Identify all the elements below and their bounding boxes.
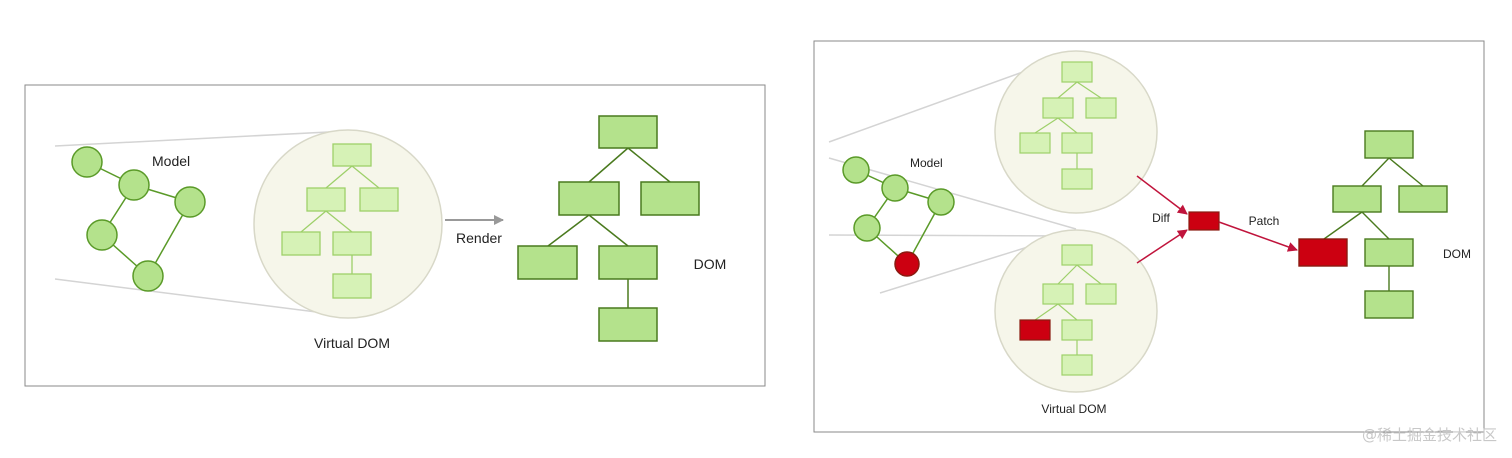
dom-node — [1364, 238, 1414, 267]
vdom-edge — [325, 165, 353, 189]
vdom-node — [359, 187, 399, 212]
left-panel: Model Virtual DOM Render — [24, 84, 766, 387]
dom-edge — [588, 214, 629, 247]
dom-node — [598, 115, 658, 149]
vdom-edge — [1057, 264, 1078, 285]
vdom-edge — [351, 165, 380, 189]
dom-edge — [627, 147, 671, 183]
patch-arrow — [1218, 221, 1298, 252]
dom-node — [517, 245, 578, 280]
vdom-node — [1019, 132, 1051, 154]
dom-node — [1364, 290, 1414, 319]
model-node — [881, 174, 909, 202]
vdom-edge — [1034, 117, 1059, 134]
dom-label: DOM — [1443, 247, 1471, 261]
dom-node — [1332, 185, 1382, 213]
vdom-node — [1061, 244, 1093, 266]
diff-arrow-from-old — [1136, 175, 1188, 215]
dom-edge — [547, 214, 590, 247]
vdom-node — [1042, 283, 1074, 305]
zoom-line-bottom — [54, 278, 349, 317]
vdom-node — [332, 273, 372, 299]
vdom-edge — [300, 210, 327, 233]
model-node — [174, 186, 206, 218]
dom-node — [598, 245, 658, 280]
dom-tree — [517, 115, 700, 342]
right-panel: Model — [813, 40, 1485, 433]
model-node — [927, 188, 955, 216]
vdom-edge — [1076, 81, 1102, 99]
model-node — [118, 169, 150, 201]
diff-arrow-from-new — [1136, 229, 1188, 264]
model-node — [86, 219, 118, 251]
model-label: Model — [910, 156, 943, 170]
virtual-dom-label: Virtual DOM — [1041, 402, 1106, 416]
vdom-edge — [1034, 303, 1059, 321]
vdom-node — [1085, 97, 1117, 119]
render-label: Render — [456, 230, 502, 246]
vdom-edge — [1057, 81, 1078, 99]
vdom-node — [332, 143, 372, 167]
model-node — [842, 156, 870, 184]
dom-edge — [1361, 211, 1390, 240]
virtual-dom-label: Virtual DOM — [314, 335, 390, 351]
model-node — [71, 146, 103, 178]
dom-edge — [1323, 211, 1363, 240]
dom-label: DOM — [694, 256, 727, 272]
model-label: Model — [152, 153, 190, 169]
vdom-node — [1061, 61, 1093, 83]
dom-edge — [1388, 157, 1424, 187]
virtual-dom-circle — [253, 129, 443, 319]
diff-result-box — [1188, 211, 1220, 231]
patched-dom-tree — [1298, 130, 1448, 319]
dom-node — [558, 181, 620, 216]
old-virtual-dom-tree — [1019, 61, 1117, 190]
zoom-line-top — [54, 130, 349, 147]
model-graph — [71, 146, 206, 292]
vdom-node — [1042, 97, 1074, 119]
vdom-node — [306, 187, 346, 212]
watermark-text: @稀土掘金技术社区 — [1362, 426, 1497, 444]
model-node — [853, 214, 881, 242]
vdom-edge — [1076, 264, 1102, 285]
new-virtual-dom-circle — [994, 229, 1158, 393]
vdom-edge — [1057, 117, 1078, 134]
vdom-node — [332, 231, 372, 256]
diff-label: Diff — [1152, 211, 1170, 225]
vdom-node — [1061, 354, 1093, 376]
virtual-dom-tree — [281, 143, 399, 299]
vdom-node — [1061, 132, 1093, 154]
vdom-node — [281, 231, 321, 256]
dom-node — [1398, 185, 1448, 213]
new-virtual-dom-tree — [1019, 244, 1117, 376]
dom-edge — [1361, 157, 1390, 187]
dom-node-changed — [1298, 238, 1348, 267]
vdom-edge — [325, 210, 353, 233]
dom-node — [1364, 130, 1414, 159]
vdom-node — [1061, 168, 1093, 190]
model-graph-changed — [842, 156, 955, 277]
zoom-line — [828, 157, 1077, 230]
model-node — [132, 260, 164, 292]
vdom-node-changed — [1019, 319, 1051, 341]
vdom-node — [1085, 283, 1117, 305]
dom-node — [598, 307, 658, 342]
patch-label: Patch — [1249, 214, 1280, 228]
vdom-node — [1061, 319, 1093, 341]
dom-edge — [588, 147, 629, 183]
model-node-changed — [894, 251, 920, 277]
dom-node — [640, 181, 700, 216]
vdom-edge — [1057, 303, 1078, 321]
